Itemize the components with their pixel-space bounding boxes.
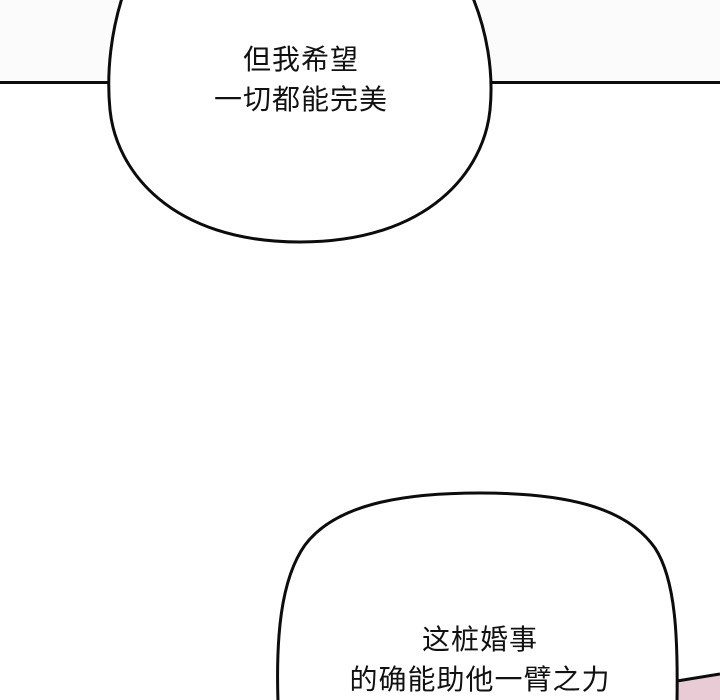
speech-line: 的确能助他一臂之力 bbox=[349, 663, 611, 696]
speech-bubble-1 bbox=[107, 0, 493, 244]
speech-line: 一切都能完美 bbox=[213, 83, 388, 116]
speech-bubble-2-text: 这桩婚事 的确能助他一臂之力 bbox=[280, 620, 680, 700]
speech-bubble-1-text: 但我希望 一切都能完美 bbox=[108, 40, 494, 120]
speech-bubble-2 bbox=[276, 491, 679, 700]
speech-line: 但我希望 bbox=[242, 43, 359, 76]
speech-line: 这桩婚事 bbox=[421, 623, 538, 656]
pink-panel-border bbox=[676, 672, 720, 683]
